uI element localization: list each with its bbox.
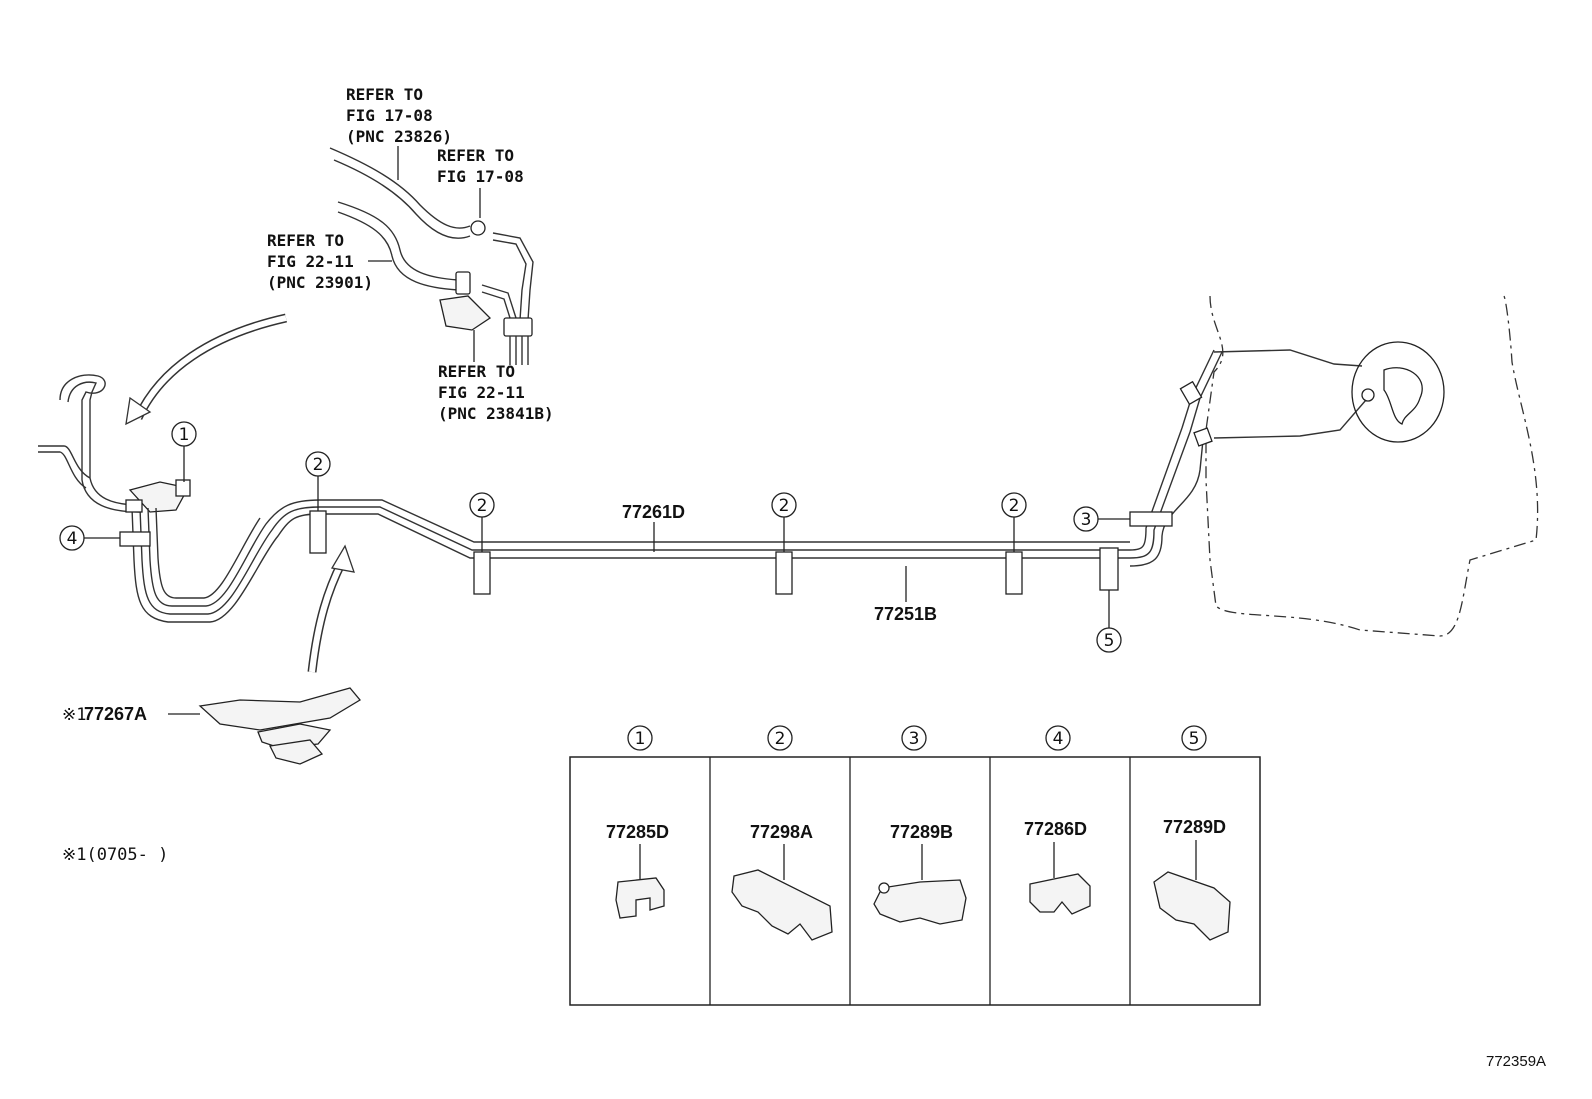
callout-2-c-text: 2 <box>779 496 790 516</box>
protector-part <box>198 687 361 731</box>
footnote: ※1(0705- ) <box>62 845 168 865</box>
reference-3-line2: FIG 22-11 <box>267 252 354 271</box>
reference-2-line1: REFER TO <box>437 146 514 165</box>
table-col-2-number-text: 2 <box>775 729 786 749</box>
clamp-3 <box>1129 511 1173 527</box>
filler-bracket <box>128 481 189 513</box>
clip-77289D <box>1153 871 1231 941</box>
protector-mark: ※1 <box>62 705 86 725</box>
table-col-5-part: 77289D <box>1163 817 1226 837</box>
table-col-5-number-text: 5 <box>1189 729 1200 749</box>
table-col-4-number-text: 4 <box>1053 729 1064 749</box>
arrow-head-lower <box>330 544 355 573</box>
callout-5-text: 5 <box>1104 631 1115 651</box>
clamp-4 <box>119 531 151 547</box>
reference-3-line3: (PNC 23901) <box>267 273 373 292</box>
clip-77298A <box>731 869 833 941</box>
reference-1: REFER TO FIG 17-08 (PNC 23826) <box>346 85 452 146</box>
callout-4-text: 4 <box>67 529 78 549</box>
callout-5 <box>1096 627 1122 653</box>
table-col-4-number <box>1045 725 1071 751</box>
clip-table: 1 77285D 2 77298A 3 77289B 4 77286D 5 77… <box>569 725 1261 1006</box>
callout-2-a-text: 2 <box>313 455 324 475</box>
clamp-5 <box>1099 547 1119 591</box>
reference-1-line1: REFER TO <box>346 85 423 104</box>
illustration-id: 772359A <box>1486 1053 1546 1070</box>
protector-label: 77267A <box>84 704 147 724</box>
table-col-1-part: 77285D <box>606 822 669 842</box>
table-col-4-part: 77286D <box>1024 819 1087 839</box>
hose-fitting <box>455 271 471 295</box>
reference-4: REFER TO FIG 22-11 (PNC 23841B) <box>438 362 554 423</box>
clamp-2d <box>1005 551 1023 595</box>
arrow-head-upper <box>125 396 152 426</box>
tank-connector-a <box>1179 380 1203 406</box>
reference-3-line1: REFER TO <box>267 231 344 250</box>
upper-clamp <box>503 317 533 337</box>
tube-upper-label: 77261D <box>622 502 685 522</box>
clamp-2b <box>473 551 491 595</box>
reference-2: REFER TO FIG 17-08 <box>437 146 524 186</box>
callout-2-b <box>469 492 495 518</box>
hose-clamp <box>470 220 486 236</box>
callout-1 <box>171 421 197 447</box>
clamp-2c <box>775 551 793 595</box>
callouts: 1 2 2 2 2 3 4 5 <box>59 421 1130 653</box>
pump-assembly <box>1351 341 1445 443</box>
tube-lower-label: 77251B <box>874 604 937 624</box>
clip-77289B <box>873 879 967 925</box>
callout-1-clip <box>175 479 191 497</box>
table-col-1-number <box>627 725 653 751</box>
reference-1-line2: FIG 17-08 <box>346 106 433 125</box>
clip-77285D <box>615 877 665 919</box>
reference-1-line3: (PNC 23826) <box>346 127 452 146</box>
reference-4-line1: REFER TO <box>438 362 515 381</box>
breather-bracket <box>439 295 492 331</box>
arrows <box>125 313 355 673</box>
callout-1-text: 1 <box>179 425 190 445</box>
callout-3-text: 3 <box>1081 510 1092 530</box>
table-col-3-part: 77289B <box>890 822 953 842</box>
callout-3 <box>1073 506 1099 532</box>
reference-leaders <box>368 146 481 362</box>
filler-hoses <box>329 147 534 365</box>
callout-2-a <box>305 451 331 477</box>
callout-4 <box>59 525 85 551</box>
table-col-5-number <box>1181 725 1207 751</box>
main-tube <box>131 349 1223 623</box>
filler-neck <box>38 374 191 513</box>
reference-4-line2: FIG 22-11 <box>438 383 525 402</box>
clamp-4-top <box>125 499 143 513</box>
callout-2-c <box>771 492 797 518</box>
table-col-2-number <box>767 725 793 751</box>
table-col-1-number-text: 1 <box>635 729 646 749</box>
callout-2-d-text: 2 <box>1009 496 1020 516</box>
tank-connector-b <box>1193 427 1213 447</box>
clip-77286D <box>1029 873 1091 915</box>
callout-2-d <box>1001 492 1027 518</box>
reference-3: REFER TO FIG 22-11 (PNC 23901) <box>267 231 373 292</box>
clamp-2a <box>309 510 327 554</box>
tube-labels: 77261D 77251B <box>622 502 937 624</box>
reference-2-line2: FIG 17-08 <box>437 167 524 186</box>
table-col-3-number-text: 3 <box>909 729 920 749</box>
fuel-tank-outline <box>1179 295 1539 637</box>
protector-group: ※1 77267A ※1(0705- ) <box>62 687 361 865</box>
table-col-3-number <box>901 725 927 751</box>
clip-table-frame <box>569 756 1261 1006</box>
table-col-2-part: 77298A <box>750 822 813 842</box>
reference-4-line3: (PNC 23841B) <box>438 404 554 423</box>
callout-2-b-text: 2 <box>477 496 488 516</box>
